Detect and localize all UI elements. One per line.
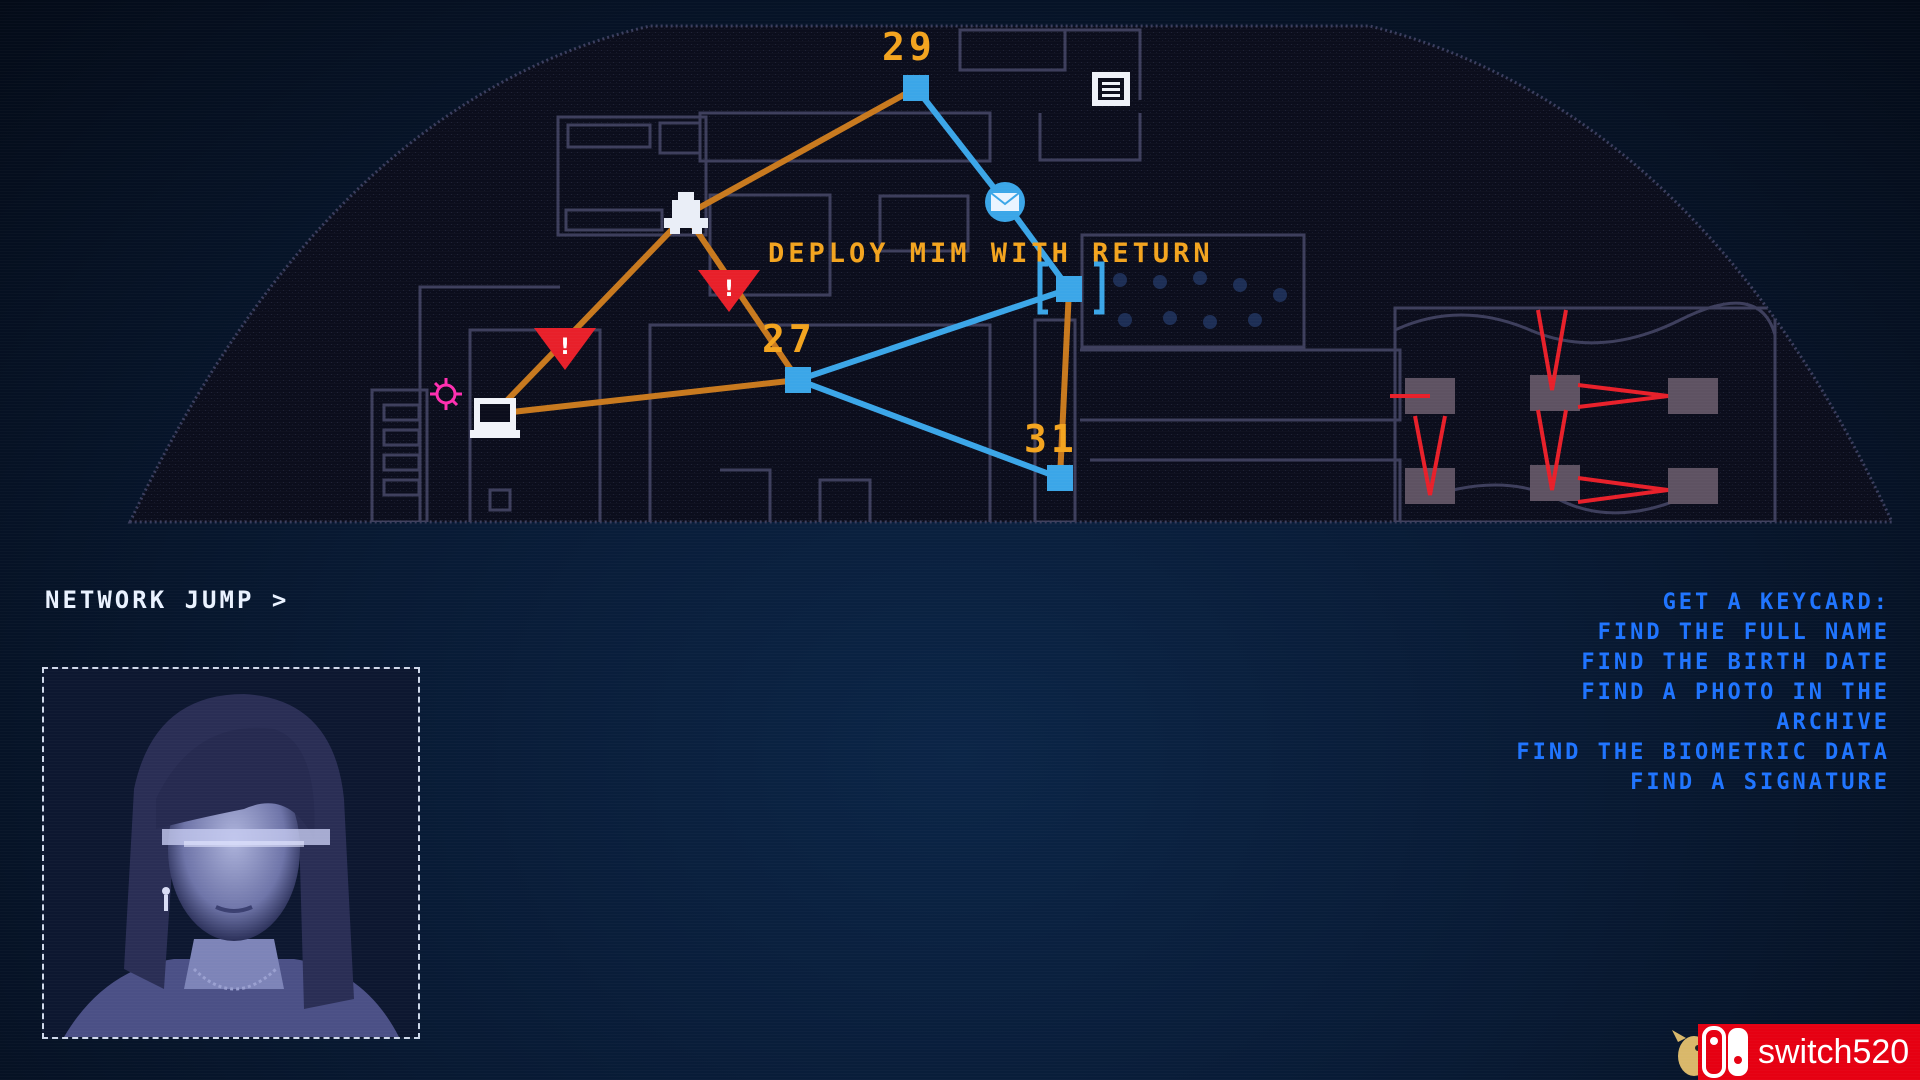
objectives-list: GET A KEYCARD: FIND THE FULL NAME FIND T… xyxy=(1330,588,1890,798)
objective-item: FIND THE FULL NAME xyxy=(1597,620,1890,645)
terminal-icon[interactable] xyxy=(470,398,520,438)
node-31-box[interactable] xyxy=(1047,465,1073,491)
objective-item: FIND A SIGNATURE xyxy=(1630,770,1890,795)
deploy-hint: DEPLOY MIM WITH RETURN xyxy=(768,238,1214,269)
building-walls xyxy=(370,28,1777,522)
target-node-icon[interactable] xyxy=(1037,261,1105,315)
node-label-31: 31 xyxy=(1024,417,1078,461)
network-link xyxy=(796,377,1062,481)
mail-icon[interactable] xyxy=(985,182,1025,222)
node-label-29: 29 xyxy=(882,25,936,69)
woman-portrait-image xyxy=(44,669,418,1037)
alert-icon[interactable]: ! xyxy=(698,270,760,312)
node-27-box[interactable] xyxy=(785,367,811,393)
svg-text:!: ! xyxy=(560,335,570,360)
network-link xyxy=(797,286,1070,383)
document-icon[interactable] xyxy=(1092,72,1130,106)
network-jump-label[interactable]: NETWORK JUMP > xyxy=(45,586,290,614)
objective-item: ARCHIVE xyxy=(1776,710,1890,735)
objective-item: FIND THE BIRTH DATE xyxy=(1581,650,1890,675)
guard-icon[interactable] xyxy=(664,192,708,234)
network-link xyxy=(491,212,689,417)
objective-item: FIND THE BIOMETRIC DATA xyxy=(1516,740,1890,765)
node-label-27: 27 xyxy=(762,317,816,361)
network-link xyxy=(1057,288,1072,479)
switch520-watermark: switch520 xyxy=(1698,1024,1920,1080)
map-dome xyxy=(127,24,1895,524)
watermark-text: switch520 xyxy=(1758,1032,1910,1071)
network-link xyxy=(684,85,918,218)
contact-portrait xyxy=(42,667,420,1039)
laser-sensors xyxy=(1390,309,1718,504)
virus-icon[interactable] xyxy=(430,378,462,410)
network-map: 29 27 31 DEPLOY MIM WITH RETURN ! ! xyxy=(127,24,1895,524)
network-link xyxy=(683,213,801,382)
objective-header: GET A KEYCARD: xyxy=(1662,590,1890,615)
objective-item: FIND A PHOTO IN THE xyxy=(1581,680,1890,705)
svg-text:!: ! xyxy=(724,277,734,302)
alert-icon[interactable]: ! xyxy=(534,328,596,370)
seating-dots xyxy=(1113,271,1287,329)
network-link xyxy=(493,377,799,417)
network-link xyxy=(913,86,1008,204)
node-29-box[interactable] xyxy=(903,75,929,101)
nintendo-switch-icon xyxy=(1702,1026,1748,1078)
